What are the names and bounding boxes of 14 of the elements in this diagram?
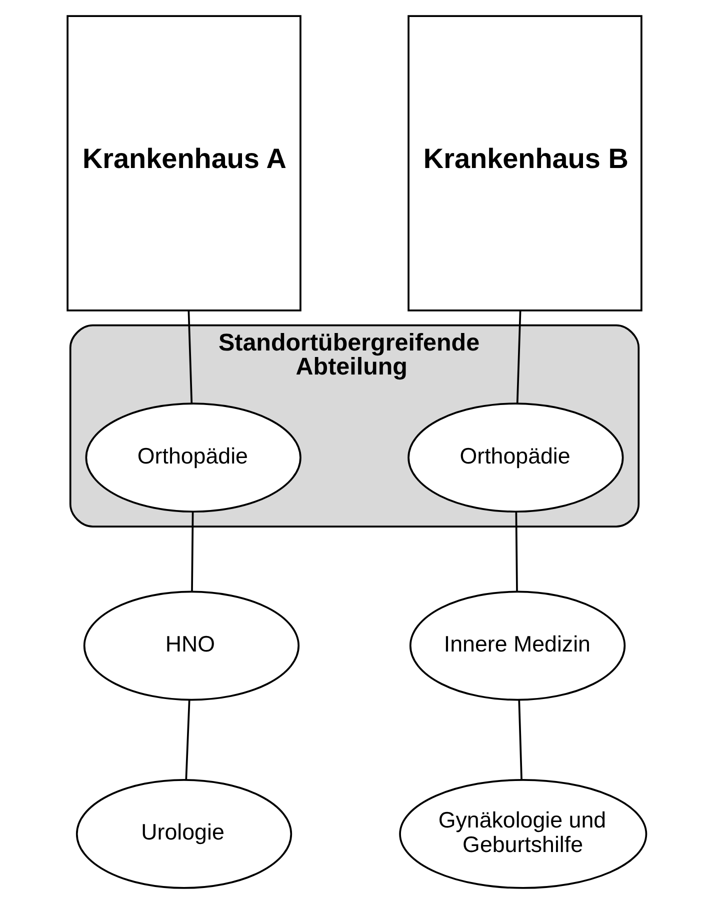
connector bbox=[187, 310, 192, 404]
node-ellipse: HNO bbox=[82, 590, 300, 701]
node-ellipse: Innere Medizin bbox=[408, 590, 626, 701]
node-ellipse: Gynäkologie und Geburtshilfe bbox=[398, 779, 647, 889]
connector bbox=[516, 310, 521, 404]
connector bbox=[190, 512, 194, 592]
node-ellipse: Orthopädie bbox=[84, 402, 301, 513]
node-box: Krankenhaus A bbox=[66, 15, 301, 312]
node-box: Krankenhaus B bbox=[407, 15, 642, 312]
connector bbox=[514, 512, 518, 592]
node-ellipse: Orthopädie bbox=[407, 402, 624, 513]
connector bbox=[518, 700, 522, 780]
connector bbox=[184, 700, 190, 780]
node-ellipse: Urologie bbox=[75, 779, 292, 889]
